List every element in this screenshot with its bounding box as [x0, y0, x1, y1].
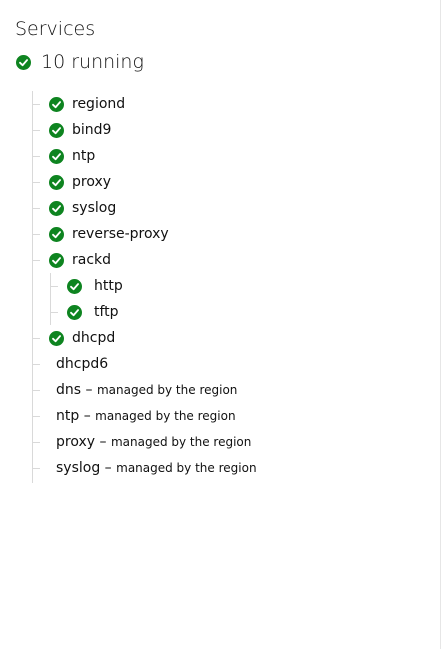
service-name: proxy – managed by the region [56, 429, 251, 455]
service-label: http [94, 278, 123, 294]
service-label: proxy [56, 434, 96, 450]
service-item: ntp – managed by the region [32, 403, 432, 429]
service-label: tftp [94, 304, 119, 320]
service-label: ntp [72, 148, 96, 164]
check-circle-icon [67, 305, 82, 320]
service-name: dhcpd [72, 325, 115, 351]
service-label: regiond [72, 96, 126, 112]
tree-branch [32, 260, 40, 261]
service-note: managed by the region [95, 409, 236, 423]
check-circle-icon [49, 331, 64, 346]
note-separator: – [81, 382, 97, 398]
service-label: proxy [72, 174, 112, 190]
service-name: tftp [94, 299, 119, 325]
services-tree: regiond bind9 ntp proxy syslog reverse-proxy r… [32, 91, 432, 483]
tree-line [50, 273, 51, 325]
tree-branch [32, 156, 40, 157]
service-name: regiond [72, 91, 125, 117]
service-label: rackd [72, 252, 112, 268]
page-title: Services [15, 18, 96, 40]
tree-branch [32, 182, 40, 183]
services-summary: 10 running [16, 48, 144, 76]
service-label: ntp [56, 408, 80, 424]
tree-line [32, 91, 33, 483]
note-separator: – [95, 434, 111, 450]
service-name: dns – managed by the region [56, 377, 237, 403]
service-item: proxy [32, 169, 432, 195]
service-name: ntp [72, 143, 95, 169]
service-note: managed by the region [110, 435, 252, 449]
service-item: ntp [32, 143, 432, 169]
service-item: http [32, 273, 432, 299]
service-item: regiond [32, 91, 432, 117]
service-label: reverse-proxy [72, 226, 169, 242]
service-note: managed by the region [116, 461, 257, 475]
service-item: proxy – managed by the region [32, 429, 432, 455]
service-label: syslog [72, 200, 117, 216]
check-circle-icon [49, 149, 64, 164]
service-name: bind9 [72, 117, 111, 143]
service-item: dhcpd6 [32, 351, 432, 377]
service-name: dhcpd6 [56, 351, 108, 377]
service-name: syslog – managed by the region [56, 455, 257, 481]
panel-divider [440, 0, 441, 649]
check-circle-icon [49, 253, 64, 268]
check-circle-icon [49, 123, 64, 138]
service-name: ntp – managed by the region [56, 403, 236, 429]
service-item: syslog – managed by the region [32, 455, 432, 481]
check-circle-icon [49, 201, 64, 216]
service-label: dhcpd [72, 330, 116, 346]
tree-branch [50, 286, 58, 287]
tree-branch [32, 442, 40, 443]
check-circle-icon [49, 227, 64, 242]
tree-branch [32, 416, 40, 417]
tree-branch [32, 234, 40, 235]
tree-branch [32, 468, 40, 469]
note-separator: – [100, 460, 117, 476]
tree-branch [32, 390, 40, 391]
service-name: proxy [72, 169, 111, 195]
service-item: reverse-proxy [32, 221, 432, 247]
tree-branch [32, 208, 40, 209]
tree-branch [32, 130, 40, 131]
service-name: reverse-proxy [72, 221, 169, 247]
running-count: 10 running [41, 51, 144, 73]
service-item: syslog [32, 195, 432, 221]
service-label: syslog [56, 460, 101, 476]
note-separator: – [79, 408, 96, 424]
tree-branch [32, 364, 40, 365]
service-label: dhcpd6 [56, 356, 109, 372]
service-item: rackd [32, 247, 432, 273]
tree-branch [50, 312, 58, 313]
service-children: http tftp [32, 273, 432, 325]
check-circle-icon [67, 279, 82, 294]
check-circle-icon [49, 175, 64, 190]
service-name: http [94, 273, 123, 299]
tree-branch [32, 338, 40, 339]
service-label: bind9 [72, 122, 112, 138]
service-note: managed by the region [96, 383, 238, 397]
tree-branch [32, 104, 40, 105]
service-item: dhcpd [32, 325, 432, 351]
service-name: syslog [72, 195, 116, 221]
check-circle-icon [16, 54, 31, 70]
service-item: dns – managed by the region [32, 377, 432, 403]
service-item: bind9 [32, 117, 432, 143]
service-item: tftp [32, 299, 432, 325]
service-label: dns [56, 382, 82, 398]
service-name: rackd [72, 247, 111, 273]
check-circle-icon [49, 97, 64, 112]
